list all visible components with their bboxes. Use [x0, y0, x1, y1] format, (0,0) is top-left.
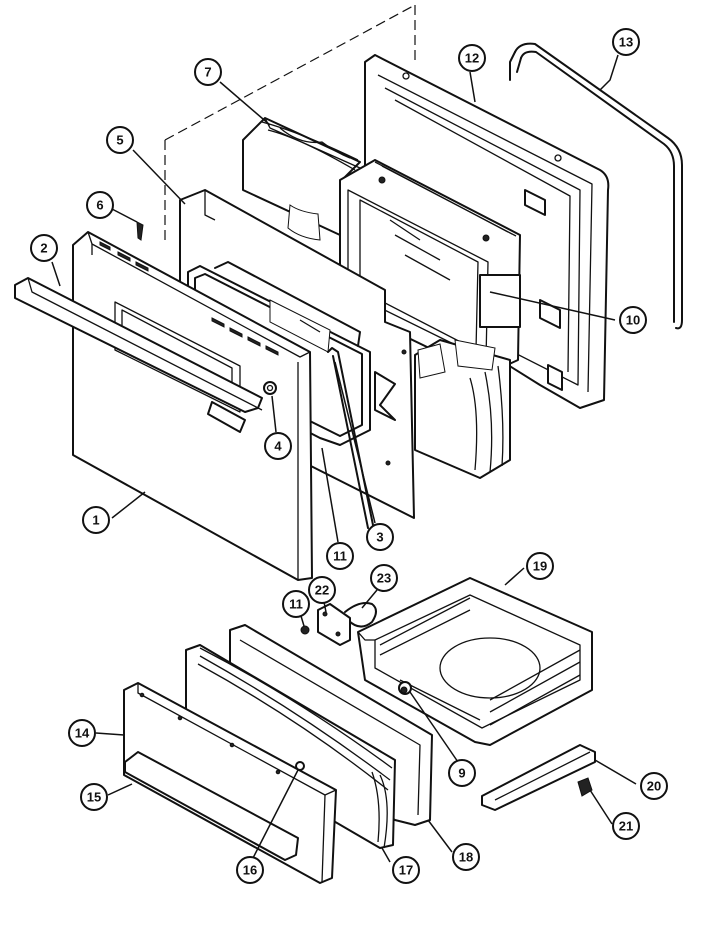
- callout-2: 2: [30, 234, 58, 262]
- svg-text:7: 7: [204, 65, 211, 80]
- part-4-door-screw: [263, 381, 277, 395]
- callout-21: 21: [612, 812, 640, 840]
- callout-23: 23: [370, 564, 398, 592]
- part-23-cable: [344, 602, 377, 628]
- part-9-glide: [400, 686, 408, 694]
- svg-text:2: 2: [40, 241, 47, 256]
- svg-text:20: 20: [647, 779, 661, 794]
- part-1-outer-door: [72, 231, 313, 581]
- part-22-bracket: [317, 603, 351, 646]
- part-19-drawer-box: [357, 577, 593, 746]
- callout-20: 20: [640, 772, 668, 800]
- callout-16: 16: [236, 856, 264, 884]
- svg-text:10: 10: [626, 313, 640, 328]
- svg-text:14: 14: [75, 726, 90, 741]
- callout-11-lower: 11: [282, 590, 310, 618]
- callout-11-upper: 11: [326, 542, 354, 570]
- assembly-guide-lines: [164, 4, 416, 240]
- callout-3: 3: [366, 523, 394, 551]
- part-7-insulation-upper: [242, 117, 361, 241]
- callout-1: 1: [82, 506, 110, 534]
- callout-17: 17: [392, 856, 420, 884]
- svg-text:9: 9: [458, 766, 465, 781]
- svg-text:15: 15: [87, 790, 101, 805]
- svg-text:22: 22: [315, 583, 329, 598]
- part-7-insulation-lower: [414, 339, 511, 479]
- svg-text:1: 1: [92, 513, 99, 528]
- svg-text:4: 4: [274, 439, 282, 454]
- svg-text:3: 3: [376, 530, 383, 545]
- svg-text:11: 11: [333, 549, 347, 564]
- svg-text:13: 13: [619, 35, 633, 50]
- callout-10: 10: [619, 306, 647, 334]
- callout-18: 18: [452, 843, 480, 871]
- svg-text:18: 18: [459, 850, 473, 865]
- callout-5: 5: [106, 126, 134, 154]
- svg-text:23: 23: [377, 571, 391, 586]
- part-20-drawer-rail: [481, 744, 596, 811]
- svg-text:21: 21: [619, 819, 633, 834]
- part-17-drawer-insulation: [185, 644, 396, 849]
- svg-text:11: 11: [289, 597, 303, 612]
- callout-15: 15: [80, 783, 108, 811]
- part-16-screw: [295, 761, 305, 771]
- svg-text:17: 17: [399, 863, 413, 878]
- callout-14: 14: [68, 719, 96, 747]
- part-3-hinge-rod: [327, 347, 374, 529]
- leader-lines: [51, 54, 637, 863]
- part-13-door-gasket: [509, 42, 683, 330]
- part-11-lower-screw: [300, 625, 310, 635]
- svg-text:6: 6: [96, 198, 103, 213]
- callout-22: 22: [308, 576, 336, 604]
- callout-9: 9: [448, 759, 476, 787]
- svg-text:5: 5: [116, 133, 123, 148]
- callout-4: 4: [264, 432, 292, 460]
- svg-text:16: 16: [243, 863, 257, 878]
- part-2-handle: [14, 277, 263, 413]
- svg-text:12: 12: [465, 51, 479, 66]
- callout-19: 19: [526, 552, 554, 580]
- svg-text:19: 19: [533, 559, 547, 574]
- callout-13: 13: [612, 28, 640, 56]
- callout-12: 12: [458, 44, 486, 72]
- part-15-drawer-handle: [124, 751, 299, 861]
- callouts: 1 2 3 4 5 6 7 9 10 11 11 12 13 14 15 16 …: [30, 28, 668, 884]
- part-21-roller: [577, 777, 593, 797]
- callout-6: 6: [86, 191, 114, 219]
- part-6-screw: [136, 221, 144, 241]
- callout-7: 7: [194, 58, 222, 86]
